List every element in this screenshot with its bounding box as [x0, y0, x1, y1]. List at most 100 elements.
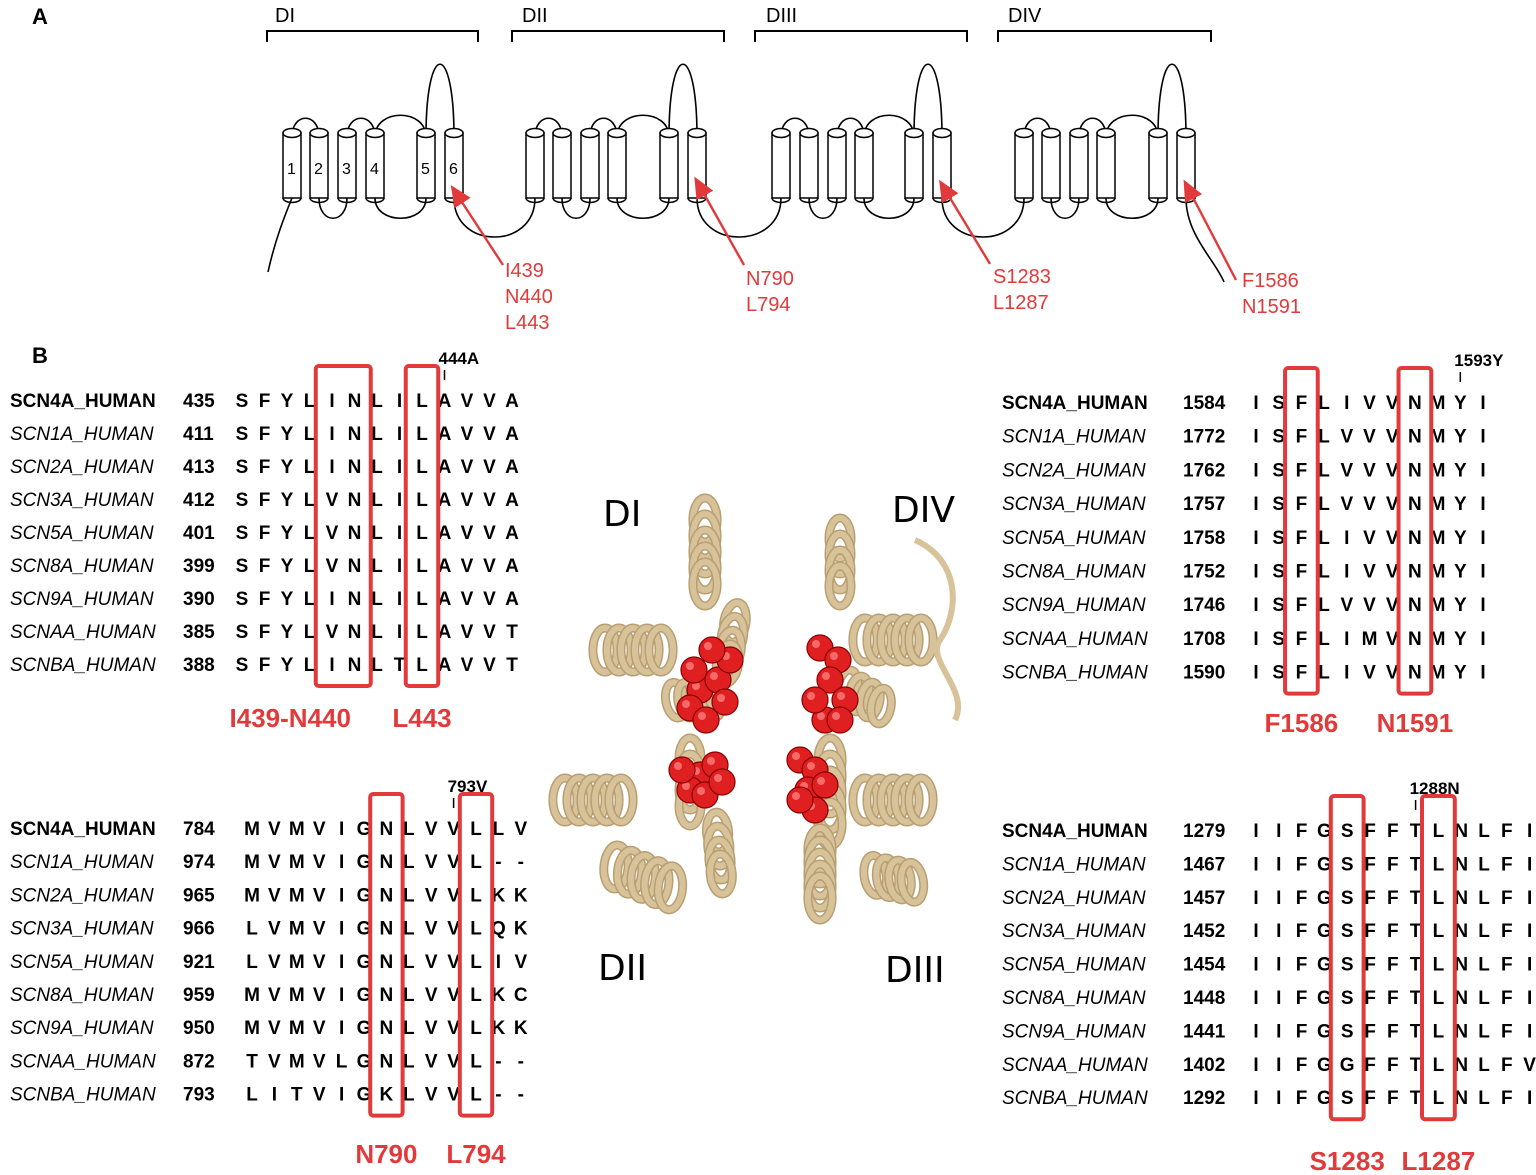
sequence-start: 1708 — [1183, 629, 1225, 650]
residue: I — [1253, 955, 1258, 976]
sequence-name: SCN1A_HUMAN — [10, 852, 154, 873]
residue: V — [1340, 595, 1353, 616]
residue: F — [1501, 1021, 1513, 1042]
residue: V — [268, 885, 281, 906]
residue: V — [483, 589, 496, 610]
residue: A — [505, 589, 519, 610]
residue: V — [1363, 393, 1376, 414]
residue: S — [1272, 494, 1285, 515]
residue: N — [380, 852, 394, 873]
sequence-name: SCNBA_HUMAN — [10, 655, 156, 676]
helix-s6 — [932, 127, 952, 204]
residue: V — [425, 1085, 438, 1106]
residue: L — [246, 952, 258, 973]
residue: V — [447, 1085, 460, 1106]
sequence-name: SCN9A_HUMAN — [1002, 595, 1146, 616]
sequence-start: 1402 — [1183, 1055, 1225, 1076]
residue: I — [397, 556, 402, 577]
helix-ribbon — [833, 665, 896, 729]
residue: I — [1527, 1021, 1532, 1042]
residue: I — [1480, 663, 1485, 684]
residue: V — [1340, 427, 1353, 448]
residue: I — [496, 952, 501, 973]
sequence-name: SCN2A_HUMAN — [1002, 460, 1146, 481]
residue: I — [1276, 1055, 1281, 1076]
residue: G — [1340, 1055, 1355, 1076]
helix-number: 4 — [370, 161, 379, 178]
sequence-start: 1452 — [1183, 921, 1225, 942]
residue: F — [1387, 1055, 1399, 1076]
sequence-name: SCNBA_HUMAN — [10, 1085, 156, 1106]
residue: F — [1364, 888, 1376, 909]
residue: I — [1344, 562, 1349, 583]
domain-label: DI — [275, 5, 295, 27]
residue: I — [272, 1085, 277, 1106]
residue: L — [470, 919, 482, 940]
residue: L — [1478, 854, 1490, 875]
helix-ribbon — [548, 773, 638, 827]
residue-sphere — [698, 636, 726, 664]
sequence-start: 1584 — [1183, 393, 1226, 414]
residue: S — [1272, 528, 1285, 549]
residue: I — [1253, 854, 1258, 875]
residue: V — [514, 819, 527, 840]
residue: I — [1276, 955, 1281, 976]
structure-label-dii: DII — [598, 948, 647, 989]
residue: L — [371, 490, 383, 511]
residue: V — [1386, 562, 1399, 583]
residue: V — [268, 819, 281, 840]
residue: S — [236, 523, 249, 544]
residue: N — [1454, 1055, 1468, 1076]
helix-s2: 2 — [309, 127, 329, 204]
residue: V — [425, 919, 438, 940]
domain-label: DIV — [1008, 5, 1042, 27]
residue: I — [329, 589, 334, 610]
residue: L — [1318, 629, 1330, 650]
residue: N — [1454, 1088, 1468, 1109]
helix-s5: 5 — [416, 127, 436, 204]
residue: V — [461, 556, 474, 577]
residue: L — [371, 655, 383, 676]
helix-number: 3 — [342, 161, 351, 178]
domain-label: DIII — [766, 5, 797, 27]
helix-s4: 4 — [365, 127, 385, 204]
residue: - — [518, 1085, 524, 1106]
residue: F — [1364, 1021, 1376, 1042]
residue: F — [1296, 663, 1308, 684]
residue: V — [425, 819, 438, 840]
residue: S — [1341, 1021, 1354, 1042]
residue: G — [357, 819, 372, 840]
sequence-name: SCN8A_HUMAN — [1002, 988, 1146, 1009]
residue: N — [1408, 393, 1422, 414]
panel-a-letter: A — [32, 4, 48, 29]
residue: F — [1387, 988, 1399, 1009]
residue: M — [244, 819, 260, 840]
residue: S — [1272, 427, 1285, 448]
sequence-start: 390 — [183, 589, 215, 610]
residue: S — [236, 556, 249, 577]
residue: - — [518, 852, 524, 873]
residue-sphere — [668, 756, 696, 784]
sequence-start: 435 — [183, 391, 215, 412]
residue: M — [1430, 427, 1446, 448]
residue: V — [447, 852, 460, 873]
residue: M — [289, 1018, 305, 1039]
residue: I — [329, 424, 334, 445]
residue: Y — [281, 556, 294, 577]
residue: N — [348, 490, 362, 511]
residue: F — [1296, 427, 1308, 448]
residue: L — [1478, 921, 1490, 942]
residue: - — [518, 1051, 524, 1072]
residue: V — [326, 556, 339, 577]
residue: I — [1253, 1088, 1258, 1109]
residue: F — [1501, 821, 1513, 842]
residue: I — [397, 523, 402, 544]
